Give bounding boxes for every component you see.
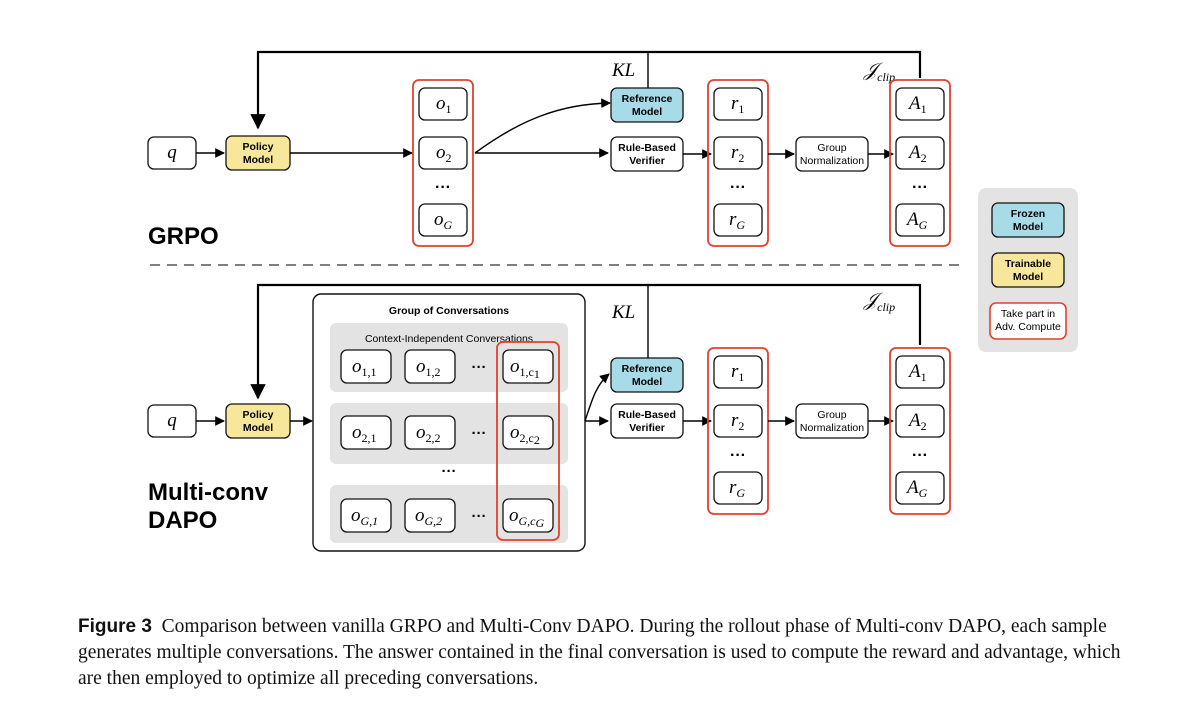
svg-text:···: ···: [730, 447, 746, 464]
svg-text:Group: Group: [817, 409, 846, 421]
dapo-advantage-1: A1: [907, 361, 927, 384]
dapo-o-2-2: o2,2: [416, 422, 441, 445]
grpo-output-1: o1: [436, 93, 452, 116]
grpo-kl-label: KL: [611, 60, 635, 81]
caption-text: Comparison between vanilla GRPO and Mult…: [78, 616, 1121, 689]
svg-text:Policy: Policy: [243, 141, 274, 153]
grpo-feedback-line: [250, 50, 922, 130]
svg-text:···: ···: [472, 508, 487, 525]
dapo-advantage-G: AG: [905, 477, 928, 500]
svg-text:···: ···: [730, 179, 746, 196]
dapo-o-2-c2: o2,c2: [510, 422, 540, 447]
dapo-jclip-label: 𝒥clip: [863, 290, 895, 314]
grpo-section: KL 𝒥clip q Policy Model o1 o2 ··· oG Ref…: [147, 50, 951, 250]
grpo-output-G: oG: [434, 209, 453, 232]
dapo-o-G-cG: oG,cG: [509, 505, 545, 530]
svg-text:Model: Model: [632, 106, 662, 118]
svg-text:Reference: Reference: [622, 363, 673, 375]
dapo-title-line2: DAPO: [148, 507, 217, 534]
svg-text:Model: Model: [1013, 221, 1043, 233]
grpo-reward-2: r2: [731, 142, 744, 165]
svg-text:Rule-Based: Rule-Based: [618, 409, 676, 421]
grpo-outputs-column: [412, 79, 474, 247]
dapo-o-1-2: o1,2: [416, 356, 441, 379]
legend: Frozen Model Trainable Model Take part i…: [978, 188, 1078, 352]
dapo-section: KL 𝒥clip q Policy Model Group of Convers…: [147, 283, 951, 552]
dapo-o-1-c1: o1,c1: [510, 356, 540, 381]
legend-frozen: [991, 202, 1065, 238]
grpo-title: GRPO: [148, 223, 219, 250]
grpo-rewards-column: [707, 79, 769, 247]
svg-text:Reference: Reference: [622, 93, 673, 105]
grpo-advantages-column: [889, 79, 951, 247]
figure-caption: Figure 3 Comparison between vanilla GRPO…: [78, 614, 1148, 692]
dapo-o-G-1: oG,1: [351, 505, 378, 528]
legend-trainable: [991, 252, 1065, 288]
dapo-o-2-1: o2,1: [352, 422, 377, 445]
final-conversations-column: [496, 341, 560, 541]
svg-text:Adv. Compute: Adv. Compute: [995, 321, 1061, 333]
dapo-reference-model: [610, 357, 684, 393]
dapo-kl-label: KL: [611, 302, 635, 323]
svg-text:Verifier: Verifier: [629, 155, 665, 167]
svg-text:···: ···: [472, 425, 487, 442]
grpo-reference-model: [610, 87, 684, 123]
legend-adv-compute: [989, 302, 1067, 340]
svg-text:Normalization: Normalization: [800, 422, 864, 434]
svg-text:···: ···: [912, 179, 928, 196]
svg-text:Model: Model: [632, 376, 662, 388]
svg-text:···: ···: [912, 447, 928, 464]
figure-label: Figure 3: [78, 616, 152, 637]
dapo-advantage-2: A2: [907, 410, 927, 433]
svg-text:Model: Model: [1013, 271, 1043, 283]
svg-text:Rule-Based: Rule-Based: [618, 142, 676, 154]
dapo-reward-2: r2: [731, 410, 744, 433]
svg-text:Trainable: Trainable: [1005, 258, 1051, 270]
grpo-output-2: o2: [436, 142, 452, 165]
dapo-reward-1: r1: [731, 361, 744, 384]
grpo-query-label: q: [167, 142, 177, 163]
svg-text:Frozen: Frozen: [1011, 208, 1045, 220]
grpo-reward-1: r1: [731, 93, 744, 116]
svg-text:Verifier: Verifier: [629, 422, 665, 434]
svg-text:Policy: Policy: [243, 409, 274, 421]
dapo-advantages-column: [889, 347, 951, 515]
comparison-diagram: KL 𝒥clip q Policy Model o1 o2 ··· oG Ref…: [147, 50, 1078, 552]
svg-text:Model: Model: [243, 154, 273, 166]
grpo-advantage-G: AG: [905, 209, 928, 232]
dapo-title-line1: Multi-conv: [148, 479, 269, 506]
dapo-reward-G: rG: [729, 477, 745, 500]
svg-text:···: ···: [435, 179, 451, 196]
dapo-feedback-line: [250, 283, 922, 400]
svg-text:···: ···: [442, 463, 457, 480]
svg-text:···: ···: [472, 359, 487, 376]
svg-text:Group of Conversations: Group of Conversations: [389, 305, 509, 317]
svg-text:Context-Independent Conversati: Context-Independent Conversations: [365, 333, 533, 345]
svg-text:Take part in: Take part in: [1001, 308, 1055, 320]
dapo-rewards-column: [707, 347, 769, 515]
svg-text:Model: Model: [243, 422, 273, 434]
grpo-jclip-label: 𝒥clip: [863, 60, 895, 84]
grpo-reward-G: rG: [729, 209, 745, 232]
grpo-advantage-2: A2: [907, 142, 927, 165]
svg-text:Group: Group: [817, 142, 846, 154]
dapo-o-1-1: o1,1: [352, 356, 377, 379]
svg-text:q: q: [167, 410, 177, 431]
grpo-advantage-1: A1: [907, 93, 927, 116]
svg-text:Normalization: Normalization: [800, 155, 864, 167]
dapo-o-G-2: oG,2: [415, 505, 442, 528]
